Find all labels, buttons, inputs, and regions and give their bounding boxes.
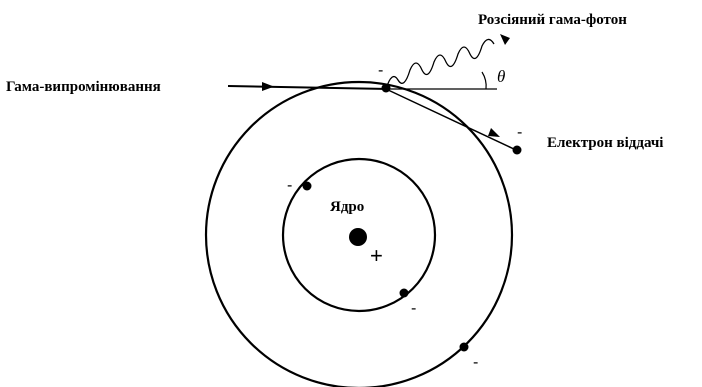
incoming-gamma-ray xyxy=(228,86,386,89)
recoil-electron-path xyxy=(386,89,516,150)
collision-electron-charge: - xyxy=(378,62,383,79)
scattered-photon-arrowhead xyxy=(500,34,510,45)
scattered-photon-label: Розсіяний гама-фотон xyxy=(478,12,627,28)
outer-orbit-electron xyxy=(460,343,469,352)
theta-symbol: θ xyxy=(497,67,505,86)
nucleus-dot xyxy=(349,228,367,246)
scattered-photon-wave xyxy=(386,39,494,89)
recoil-electron xyxy=(513,146,522,155)
inner-orbit-electron-2 xyxy=(400,289,409,298)
angle-arc xyxy=(482,72,486,89)
recoil-electron-charge: - xyxy=(517,124,522,141)
recoil-electron-label: Електрон віддачі xyxy=(547,135,663,151)
outer-orbit-electron-charge: - xyxy=(473,354,478,371)
recoil-path-arrowhead xyxy=(488,128,500,137)
nucleus-plus-sign: + xyxy=(370,243,383,268)
incoming-ray-arrowhead xyxy=(262,82,274,91)
inner-orbit-electron-1-charge: - xyxy=(287,177,292,194)
gamma-radiation-label: Гама-випромінювання xyxy=(6,79,161,95)
nucleus-label: Ядро xyxy=(330,199,364,215)
inner-orbit-electron-2-charge: - xyxy=(411,300,416,317)
inner-orbit-electron-1 xyxy=(303,182,312,191)
